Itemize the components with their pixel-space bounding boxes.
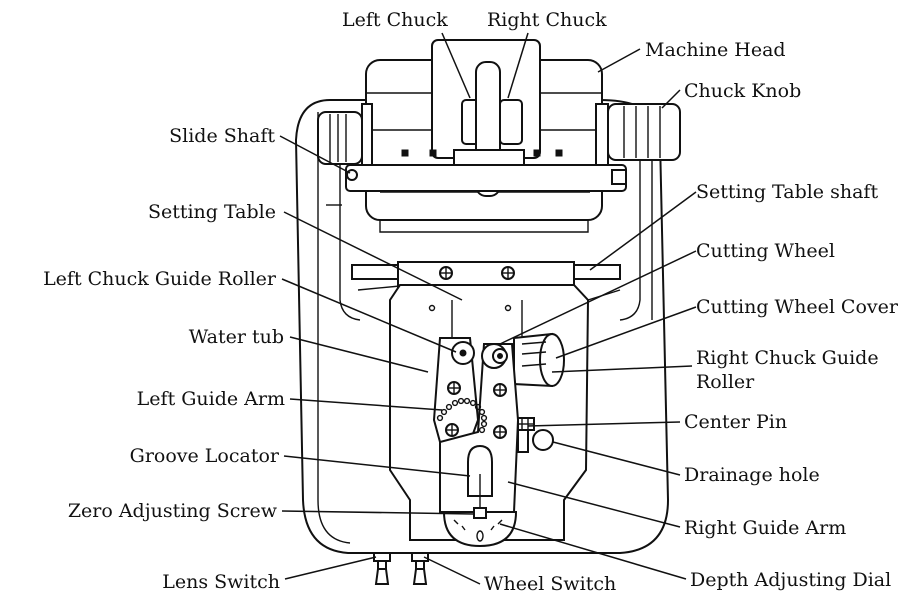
right-rail: [619, 160, 641, 321]
label-right-guide-arm: Right Guide Arm: [684, 517, 846, 539]
label-setting-table: Setting Table: [148, 201, 276, 223]
body-inner-edge: [317, 112, 351, 544]
cutting-wheel-cover: [513, 332, 565, 388]
leader-lines: [279, 32, 697, 585]
table-screw-right: [501, 266, 515, 280]
label-right-chuck: Right Chuck: [487, 9, 607, 31]
label-water-tub: Water tub: [189, 326, 284, 348]
label-groove-locator: Groove Locator: [130, 445, 280, 467]
label-slide-shaft: Slide Shaft: [169, 125, 275, 147]
label-cutting-wheel: Cutting Wheel: [696, 240, 835, 262]
table-screw-left: [439, 266, 453, 280]
label-drainage-hole: Drainage hole: [684, 464, 820, 486]
label-left-chuck: Left Chuck: [342, 9, 448, 31]
zero-adjusting-screw: [473, 507, 487, 519]
wheel-switch[interactable]: [411, 552, 429, 585]
depth-adjusting-dial: [442, 511, 518, 548]
left-rail: [339, 160, 361, 321]
slide-shaft: [345, 164, 627, 192]
label-center-pin: Center Pin: [684, 411, 787, 433]
right-chuck: [499, 99, 523, 145]
label-machine-head: Machine Head: [645, 39, 786, 61]
label-right-chuck-guide-roller-1: Right Chuck Guide: [696, 347, 879, 369]
drainage-hole: [532, 429, 554, 451]
right-chuck-knob: [595, 103, 681, 169]
left-chuck-knob: [317, 103, 373, 169]
label-chuck-knob: Chuck Knob: [684, 80, 801, 102]
label-wheel-switch: Wheel Switch: [484, 573, 616, 595]
label-setting-table-shaft: Setting Table shaft: [696, 181, 878, 203]
scale-dots: [436, 397, 488, 434]
label-right-chuck-guide-roller-2: Roller: [696, 371, 755, 393]
groove-locator: [467, 444, 493, 497]
label-lens-switch: Lens Switch: [162, 571, 280, 593]
label-cutting-wheel-cover: Cutting Wheel Cover: [696, 296, 899, 318]
lens-switch[interactable]: [373, 552, 391, 585]
label-left-guide-arm: Left Guide Arm: [137, 388, 285, 410]
label-zero-adjusting-screw: Zero Adjusting Screw: [68, 500, 278, 522]
label-left-chuck-guide-roller: Left Chuck Guide Roller: [43, 268, 277, 290]
label-depth-adjusting-dial: Depth Adjusting Dial: [690, 569, 891, 591]
